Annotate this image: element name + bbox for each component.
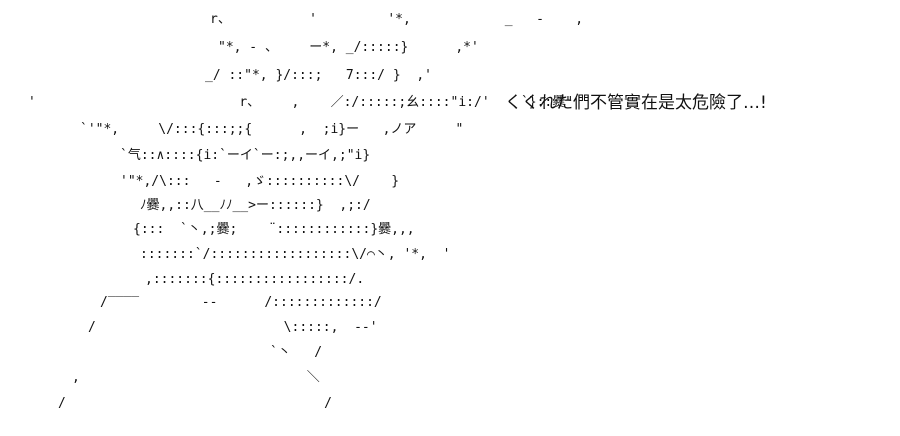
art-line-2: "*, - 、 ー*, _/:::::} ,*': [218, 40, 479, 55]
art-line-15: , ＼: [72, 370, 320, 385]
art-line-7: '"*,/\::: - ,ゞ::::::::::\/ }: [120, 174, 400, 189]
art-line-5: `'"*, \/:::{:::;;{ , ;i}ー ,ノア ": [80, 122, 464, 137]
art-line-11: ,:::::::{:::::::::::::::::/.: [145, 272, 365, 287]
art-line-16: / /: [58, 396, 332, 411]
art-line-14: `丶 /: [270, 345, 323, 360]
art-line-1: r、 ' '*, _ - ,: [210, 12, 584, 27]
art-line-12: /‾‾‾‾ -- /:::::::::::::/: [100, 295, 382, 310]
art-line-9: {::: `丶,;爨; ¨::::::::::::}爨,,,: [133, 222, 415, 237]
art-line-3: _/ ::"*, }/:::; 7:::/ } ,': [205, 68, 432, 83]
art-line-8: ﾉ爨,,::八__ﾉﾉ__>ー::::::} ,;:/: [140, 198, 371, 213]
art-line-13: / \:::::, --': [88, 320, 378, 335]
art-line-6: `气::∧::::{i:`ーイ`ー:;,,ーイ,;"i}: [120, 148, 371, 163]
art-line-10: :::::::`/::::::::::::::::::\/⌒丶, '*, ': [140, 247, 451, 262]
art-line-4: ' r、 , ／:/:::::;幺::::"i:/' `}::爨": [28, 95, 574, 110]
dialogue-caption: くくれた們不管實在是太危險了…!: [505, 93, 767, 113]
